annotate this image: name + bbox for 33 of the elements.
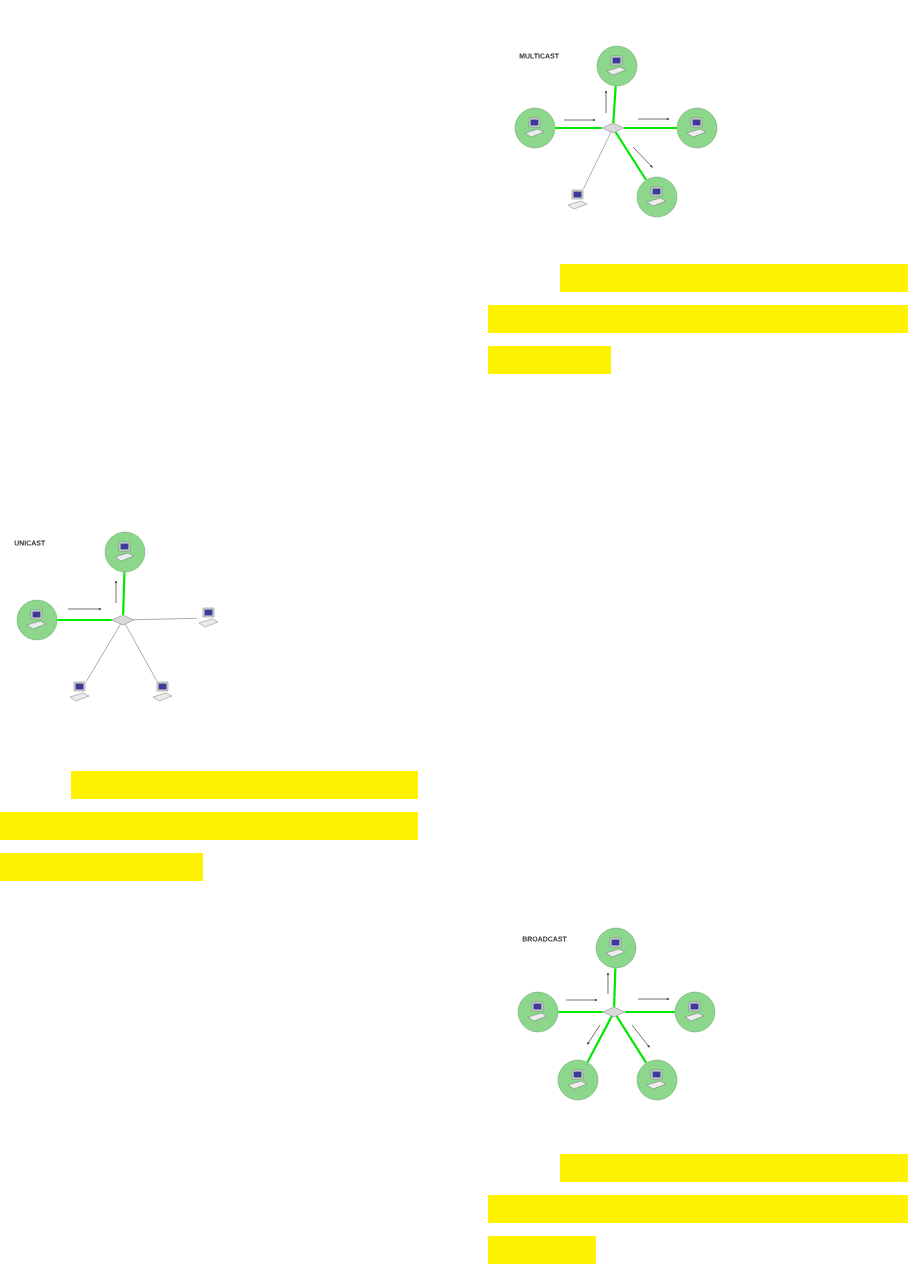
computer-icon <box>514 107 556 149</box>
connection-line <box>615 1015 648 1064</box>
connection-line <box>625 1010 675 1014</box>
computer-icon <box>676 107 718 149</box>
connection-line <box>85 623 121 682</box>
computer-icon <box>557 1059 599 1101</box>
connection-line <box>586 1015 613 1063</box>
switch-icon <box>601 122 625 134</box>
connection-line <box>124 623 158 682</box>
computer-icon <box>152 681 173 702</box>
connection-line <box>624 126 677 130</box>
connection-line <box>558 1010 603 1014</box>
connection-line <box>122 572 126 615</box>
computer-icon <box>674 991 716 1033</box>
computer-icon <box>104 531 146 573</box>
switch-icon <box>111 614 135 626</box>
connection-line <box>555 126 602 130</box>
connection-line <box>613 968 617 1007</box>
connection-line <box>133 617 198 621</box>
computer-icon <box>595 927 637 969</box>
computer-icon <box>596 45 638 87</box>
switch-icon <box>602 1006 626 1018</box>
computer-icon <box>636 176 678 218</box>
computer-icon <box>16 599 58 641</box>
computer-icon <box>517 991 559 1033</box>
computer-icon <box>69 681 90 702</box>
computer-icon <box>636 1059 678 1101</box>
computer-icon <box>198 607 219 628</box>
connection-line <box>614 131 648 181</box>
connection-line <box>582 131 612 190</box>
computer-icon <box>567 189 588 210</box>
connection-line <box>57 618 112 622</box>
connection-line <box>612 86 617 124</box>
